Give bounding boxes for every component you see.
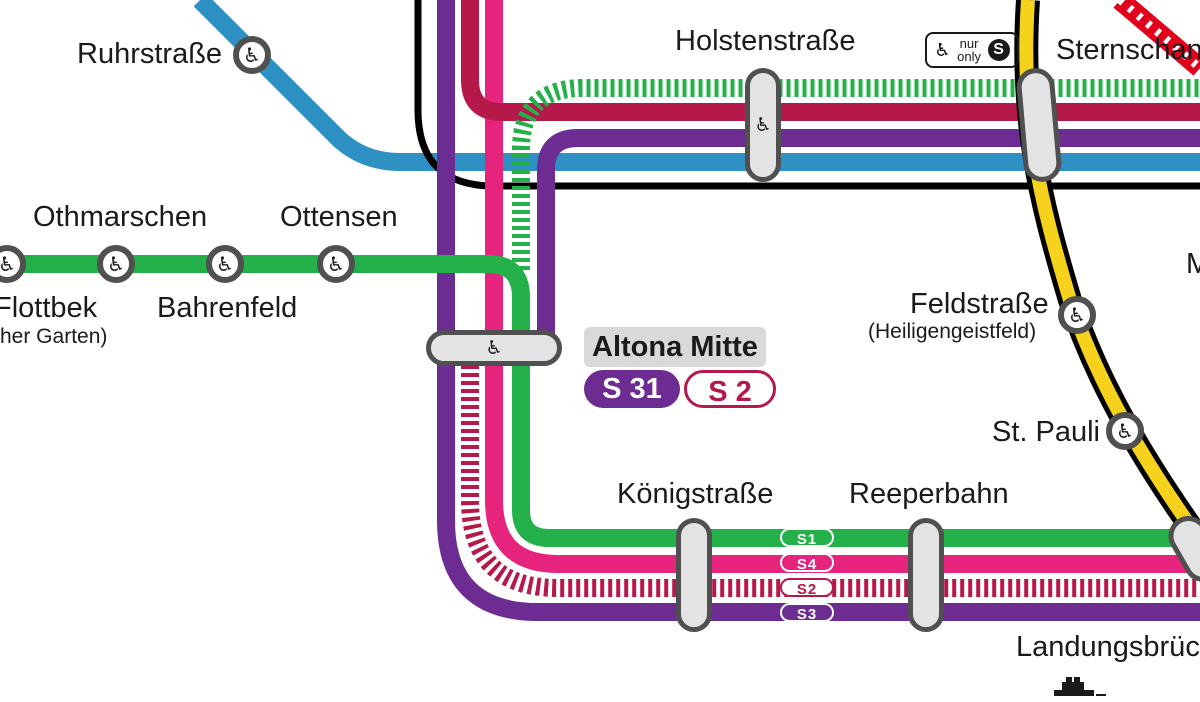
station-label-koenigstrasse: Königstraße	[617, 478, 774, 510]
line-s1-green-dashed	[512, 79, 1200, 270]
st-pauli-stop[interactable]: ♿	[1106, 412, 1144, 450]
ottensen-stop[interactable]: ♿	[317, 245, 355, 283]
feldstrasse-stop[interactable]: ♿	[1058, 296, 1096, 334]
line-tag-s3[interactable]: S3	[780, 603, 834, 623]
line-tag-s1[interactable]: S1	[780, 528, 834, 548]
wheelchair-icon: ♿	[1116, 419, 1134, 443]
station-label-edge-m: M	[1186, 248, 1200, 280]
altona-mitte-station-pill[interactable]: ♿	[426, 330, 562, 366]
accessibility-note: ♿ nur only S	[925, 32, 1019, 68]
othmarschen-stop[interactable]: ♿	[97, 245, 135, 283]
wheelchair-icon: ♿	[243, 43, 261, 67]
station-label-bahrenfeld: Bahrenfeld	[157, 292, 298, 324]
station-label-feldstrasse: Feldstraße	[910, 288, 1049, 320]
wheelchair-icon: ♿	[485, 337, 503, 359]
line-s1-green	[0, 255, 1200, 547]
line-s3-purple	[437, 0, 1200, 621]
reeperbahn-station-pill[interactable]	[908, 518, 944, 632]
line-s4-pink	[485, 0, 1200, 573]
nur-text: nur	[959, 36, 979, 51]
koenigstrasse-station-pill[interactable]	[676, 518, 712, 632]
station-label-othmarschen: Othmarschen	[33, 201, 208, 233]
station-label-feldstrasse-sub: (Heiligengeistfeld)	[868, 320, 1037, 343]
wheelchair-icon: ♿	[107, 252, 125, 276]
only-text: only	[957, 49, 981, 64]
line-badge-s31[interactable]: S 31	[584, 370, 680, 408]
station-label-holstenstrasse: Holstenstraße	[675, 25, 856, 57]
wheelchair-icon: ♿	[1068, 303, 1086, 327]
wheelchair-icon: ♿	[0, 252, 16, 276]
line-s2-dashed	[461, 365, 1200, 597]
holstenstrasse-station-pill[interactable]: ♿	[745, 68, 781, 182]
line-u2-blue	[193, 0, 1200, 171]
ruhrstrasse-stop[interactable]: ♿	[233, 36, 271, 74]
station-label-flottbek-sub: her Garten)	[0, 325, 108, 348]
line-badge-s2[interactable]: S 2	[684, 370, 776, 408]
ferry-icon	[1054, 677, 1106, 696]
station-label-landungsbruecken: Landungsbrück	[1016, 631, 1200, 663]
wheelchair-icon: ♿	[934, 39, 951, 61]
wheelchair-icon: ♿	[754, 114, 772, 136]
station-label-sternschanze: Sternschanz	[1056, 34, 1200, 66]
line-red-diagonal-stripes	[1117, 0, 1200, 72]
line-tag-s2[interactable]: S2	[780, 578, 834, 598]
line-s31-purple	[537, 129, 1200, 340]
station-label-flottbek: Flottbek	[0, 292, 98, 324]
bahrenfeld-stop[interactable]: ♿	[206, 245, 244, 283]
station-label-ottensen: Ottensen	[280, 201, 398, 233]
station-label-reeperbahn: Reeperbahn	[849, 478, 1009, 510]
station-label-st-pauli: St. Pauli	[992, 416, 1100, 448]
station-label-altona-mitte: Altona Mitte	[584, 327, 766, 367]
flottbek-stop[interactable]: ♿	[0, 245, 26, 283]
line-tag-s4[interactable]: S4	[780, 553, 834, 573]
wheelchair-icon: ♿	[327, 252, 345, 276]
wheelchair-icon: ♿	[216, 252, 234, 276]
line-s2-solid-upper	[461, 0, 1200, 121]
s-bahn-icon: S	[987, 39, 1010, 61]
station-label-ruhrstrasse: Ruhrstraße	[77, 38, 223, 70]
